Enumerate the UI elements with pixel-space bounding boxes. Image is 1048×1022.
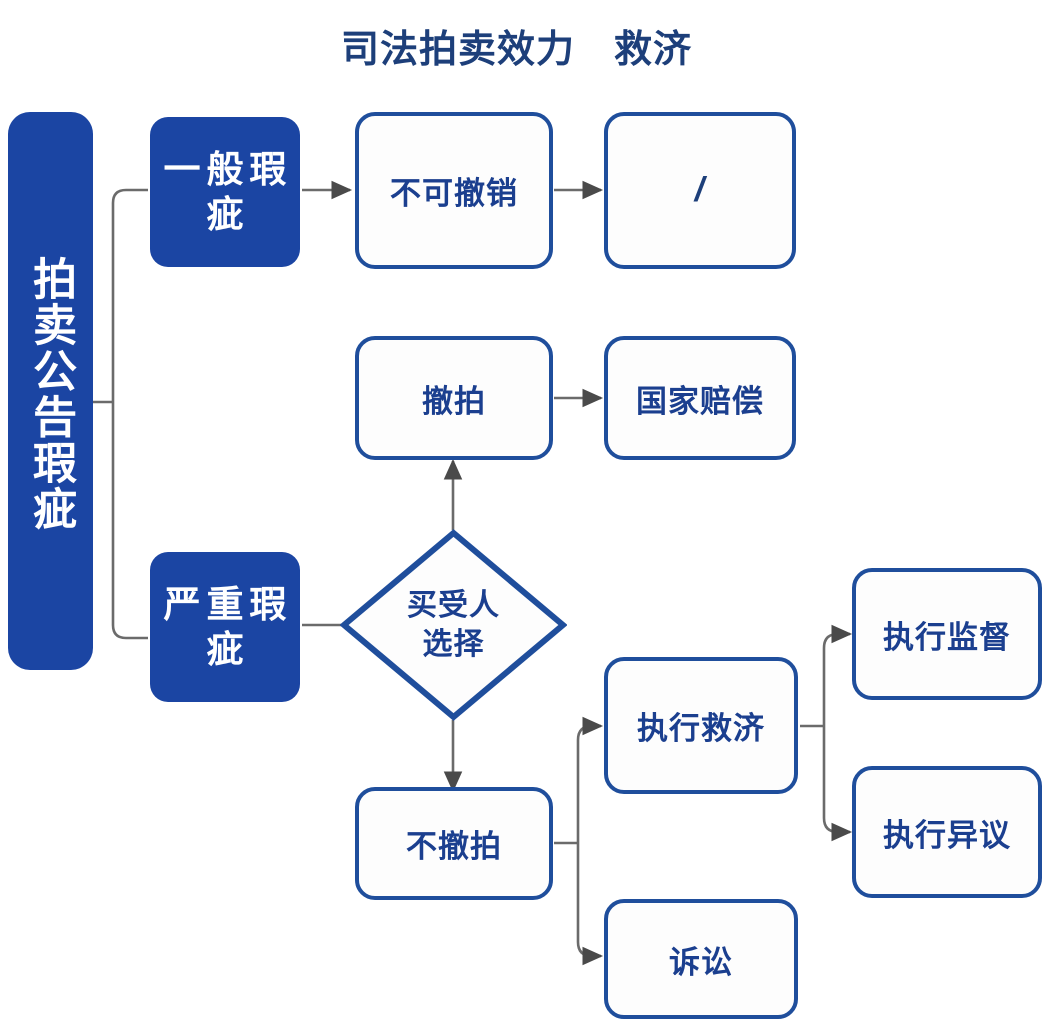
- node-enforcement-supervision[interactable]: 执行监督: [852, 568, 1042, 700]
- node-withdraw[interactable]: 撤拍: [355, 336, 553, 460]
- node-general-defect[interactable]: 一般瑕疵: [150, 117, 300, 267]
- node-serious-defect[interactable]: 严重瑕疵: [150, 552, 300, 702]
- node-no-withdraw[interactable]: 不撤拍: [355, 787, 553, 900]
- edge-nowithdraw-to-litigation: [576, 843, 604, 966]
- diagram-title: 司法拍卖效力 救济: [341, 29, 693, 71]
- node-irrevocable[interactable]: 不可撤销: [355, 112, 553, 269]
- node-state-compensation[interactable]: 国家赔偿: [604, 336, 796, 460]
- edge-root-to-serious: [111, 402, 148, 640]
- node-enforcement-objection[interactable]: 执行异议: [852, 766, 1042, 898]
- edge-nowithdraw-to-relief: [576, 716, 604, 843]
- node-root[interactable]: 拍卖公告瑕疵: [8, 112, 93, 670]
- node-buyer-choice[interactable]: 买受人 选择: [340, 529, 567, 721]
- diamond-shape: [340, 529, 567, 721]
- edge-root-to-general: [111, 188, 148, 402]
- edge-relief-to-objection: [822, 726, 853, 842]
- node-none[interactable]: /: [604, 112, 796, 269]
- node-enforcement-relief[interactable]: 执行救济: [604, 657, 798, 794]
- node-litigation[interactable]: 诉讼: [604, 899, 798, 1019]
- node-buyer-choice-label: 买受人 选择: [407, 589, 500, 661]
- edge-relief-to-supervision: [822, 624, 853, 726]
